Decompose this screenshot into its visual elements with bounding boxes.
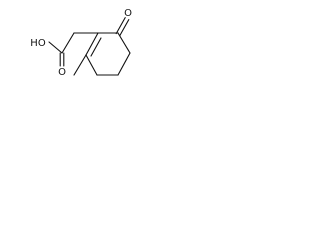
bond-c6-c1-double [90,37,102,57]
molecule-structure: HO O O [30,8,132,78]
bond-carboxyl-c [61,32,75,54]
bond-c-oh [48,41,63,54]
atom-label-hydroxyl: HO [30,38,46,49]
bond-c6-c1 [85,32,99,56]
bond-c2-c3 [117,32,131,54]
bond-c3-c4 [117,52,131,76]
atom-label-ketone-oxygen: O [124,8,132,19]
bond-c5-c6 [85,54,98,76]
bond-ketone-1 [115,17,126,35]
atom-label-acid-oxygen: O [58,67,66,78]
bond-ketone-2 [119,19,130,37]
bond-methyl [73,54,87,76]
